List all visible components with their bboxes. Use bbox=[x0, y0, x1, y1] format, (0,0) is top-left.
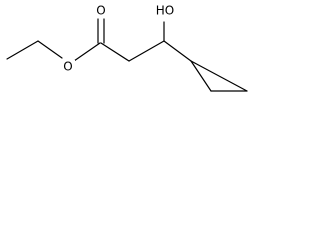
carbonyl-oxygen-label-bg bbox=[94, 4, 108, 18]
ester-oxygen-label: O bbox=[63, 60, 72, 74]
hydroxyl-label: HO bbox=[156, 4, 174, 18]
atom-labels: O O HO bbox=[61, 4, 177, 74]
bond-ethyl-ch3-ch2 bbox=[6, 40, 39, 60]
bond-carbonyl-ch2 bbox=[100, 42, 130, 62]
ester-oxygen-label-bg bbox=[61, 60, 75, 74]
bond-cyclopropyl-ring-3 bbox=[190, 60, 248, 92]
bond-ch2-ester-oxygen bbox=[37, 40, 63, 59]
bond-ch2-choh bbox=[128, 40, 165, 62]
structure-canvas: O O HO bbox=[0, 0, 255, 106]
bond-cyclopropyl-ring-1 bbox=[190, 60, 212, 92]
bond-choh-cyclopropyl bbox=[163, 40, 192, 62]
hydroxyl-label-bg bbox=[153, 4, 177, 18]
carbonyl-oxygen-label: O bbox=[96, 4, 105, 18]
bond-ester-oxygen-carbonyl-carbon bbox=[73, 42, 101, 62]
molecule-diagram: O O HO bbox=[6, 4, 248, 92]
bonds bbox=[6, 18, 248, 92]
